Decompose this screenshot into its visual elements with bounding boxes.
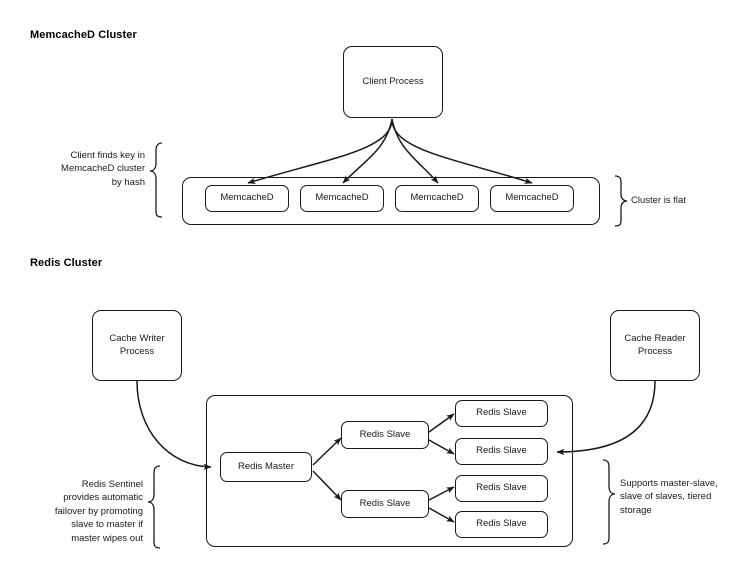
edge-slave2-to-leaf-4 — [428, 507, 455, 523]
node-redis-slave-tier2-1[interactable]: Redis Slave — [455, 400, 548, 427]
edge-reader-to-slave — [556, 380, 656, 456]
brace-memcached-right — [614, 175, 628, 227]
edge-master-to-slave-2 — [312, 470, 342, 501]
node-memcached-2[interactable]: MemcacheD — [300, 185, 384, 212]
edge-client-to-memcached-3 — [391, 118, 439, 184]
node-redis-slave-tier1-1[interactable]: Redis Slave — [341, 421, 429, 449]
memcached-cluster-container — [182, 177, 600, 225]
node-memcached-1[interactable]: MemcacheD — [205, 185, 289, 212]
note-memcached-right: Cluster is flat — [631, 195, 686, 206]
edge-slave1-to-leaf-1 — [428, 413, 455, 433]
node-memcached-3[interactable]: MemcacheD — [395, 185, 479, 212]
section-title-redis: Redis Cluster — [30, 257, 103, 269]
edge-slave1-to-leaf-2 — [428, 439, 455, 455]
edge-client-to-memcached-4 — [391, 118, 533, 184]
node-redis-slave-tier2-3[interactable]: Redis Slave — [455, 475, 548, 502]
edge-writer-to-master — [136, 380, 212, 471]
node-cache-writer-process[interactable]: Cache Writer Process — [92, 310, 182, 381]
edge-master-to-slave-1 — [312, 437, 342, 466]
edge-client-to-memcached-2 — [342, 118, 393, 184]
brace-redis-right — [602, 459, 616, 545]
node-redis-slave-tier2-2[interactable]: Redis Slave — [455, 438, 548, 465]
node-redis-master[interactable]: Redis Master — [220, 452, 312, 482]
node-client-process[interactable]: Client Process — [343, 46, 443, 118]
redis-cluster-container — [206, 395, 573, 547]
node-redis-slave-tier1-2[interactable]: Redis Slave — [341, 490, 429, 518]
brace-redis-left — [147, 465, 161, 549]
edge-client-to-memcached-1 — [247, 118, 393, 184]
edge-slave2-to-leaf-3 — [428, 486, 455, 501]
node-cache-reader-process[interactable]: Cache Reader Process — [610, 310, 700, 381]
brace-memcached-left — [149, 142, 163, 218]
node-redis-slave-tier2-4[interactable]: Redis Slave — [455, 511, 548, 538]
note-redis-right: Supports master-slave, slave of slaves, … — [620, 478, 718, 516]
note-memcached-left: Client finds key in MemcacheD cluster by… — [61, 150, 145, 188]
note-redis-left: Redis Sentinel provides automatic failov… — [54, 479, 143, 544]
section-title-memcached: MemcacheD Cluster — [30, 29, 137, 41]
node-memcached-4[interactable]: MemcacheD — [490, 185, 574, 212]
